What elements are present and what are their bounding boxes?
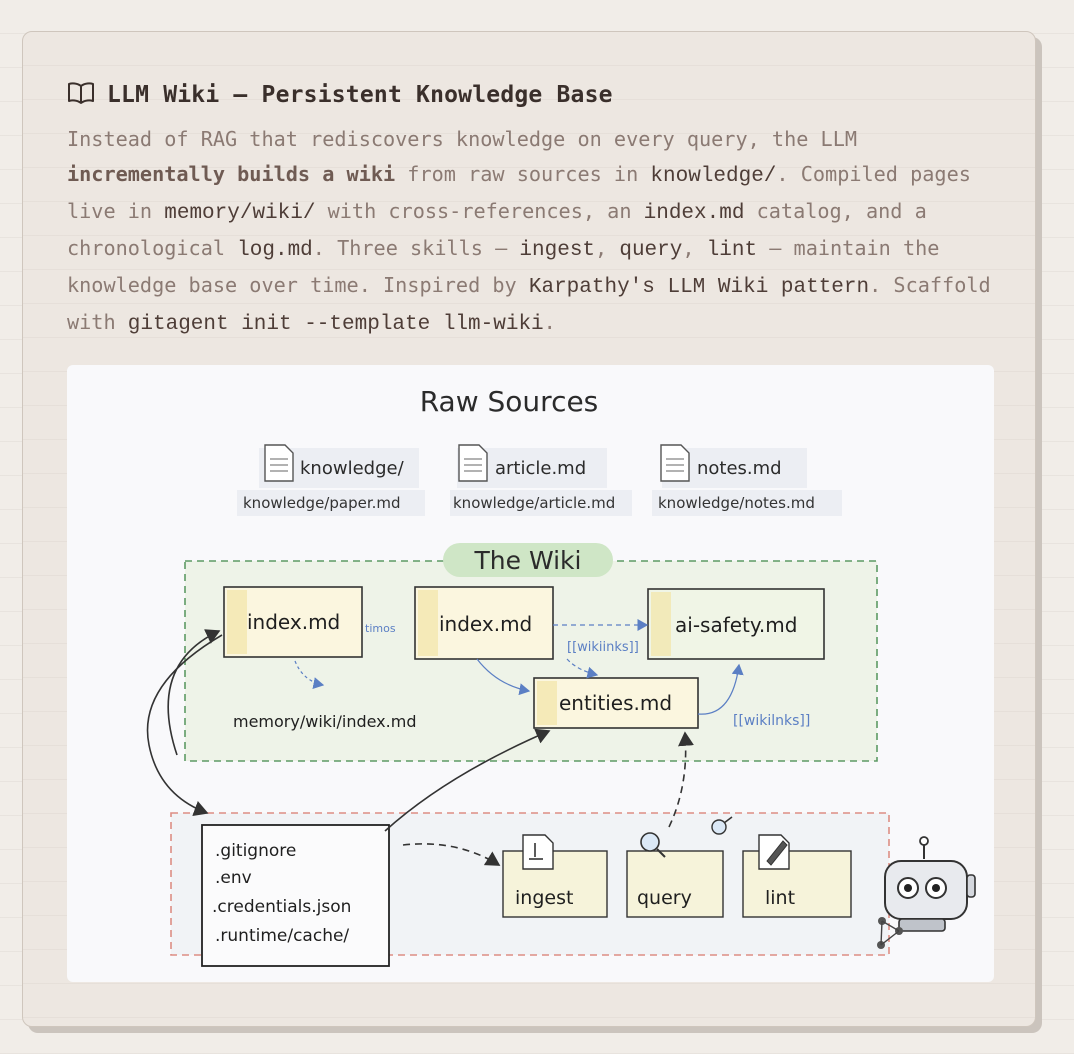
- file-item: .gitignore: [215, 841, 296, 861]
- source-path: knowledge/paper.md: [243, 494, 401, 512]
- source-knowledge: knowledge/ knowledge/paper.md: [237, 444, 425, 516]
- wiki-page-ai-safety: ai-safety.md: [647, 588, 825, 660]
- card-description: Instead of RAG that rediscovers knowledg…: [67, 127, 991, 336]
- card-header: LLM Wiki — Persistent Knowledge Base: [67, 80, 613, 110]
- source-name: knowledge/: [300, 458, 405, 479]
- book-icon: [67, 80, 95, 110]
- code-memory-wiki: memory/wiki/: [164, 202, 316, 225]
- source-notes: notes.md knowledge/notes.md: [652, 444, 842, 516]
- raw-sources-title: Raw Sources: [420, 385, 599, 418]
- feature-card: LLM Wiki — Persistent Knowledge Base Ins…: [22, 31, 1036, 1027]
- source-article: article.md knowledge/article.md: [450, 444, 632, 516]
- link-label-wikilinks-b: [[wikilnks]]: [733, 713, 810, 729]
- scaffold-command: gitagent init --template llm-wiki: [127, 313, 544, 336]
- skill-query: query: [626, 816, 733, 918]
- page-title: ai-safety.md: [675, 613, 797, 637]
- code-log-md: log.md: [237, 239, 313, 262]
- code-index-md: index.md: [643, 202, 745, 225]
- wiki-page-index-b: index.md: [414, 586, 554, 660]
- wiki-page-entities: entities.md: [533, 677, 699, 729]
- file-item: .runtime/cache/: [215, 926, 349, 946]
- source-name: article.md: [495, 458, 586, 479]
- code-knowledge: knowledge/: [650, 165, 777, 188]
- page-title: entities.md: [559, 691, 672, 715]
- skill-label: lint: [765, 887, 795, 909]
- file-item: .credentials.json: [212, 897, 351, 917]
- magnifier-icon: [640, 816, 733, 858]
- document-icon: [660, 444, 690, 482]
- skill-label: ingest: [515, 887, 573, 909]
- page-title: index.md: [439, 612, 532, 636]
- file-item: .env: [215, 868, 252, 888]
- document-icon: [522, 834, 554, 870]
- source-path: knowledge/article.md: [453, 494, 615, 512]
- wiki-page-index-a: index.md: [223, 586, 363, 658]
- architecture-diagram: Raw Sources knowledge/ knowledge/paper.m…: [67, 365, 994, 982]
- card-title: LLM Wiki — Persistent Knowledge Base: [107, 82, 613, 108]
- source-name: notes.md: [697, 458, 782, 479]
- skill-lint: lint: [742, 834, 852, 918]
- karpathy-link[interactable]: Karpathy's LLM Wiki pattern: [528, 276, 870, 299]
- skill-label: query: [637, 887, 692, 909]
- code-ingest: ingest: [519, 239, 596, 262]
- skill-ingest: ingest: [502, 834, 608, 918]
- source-path: knowledge/notes.md: [658, 494, 815, 512]
- code-query: query: [619, 239, 683, 262]
- code-lint: lint: [706, 239, 758, 262]
- link-label-timos: timos: [365, 622, 396, 635]
- robot-icon: [877, 836, 976, 949]
- file-list: .gitignore .env .credentials.json .runti…: [201, 824, 390, 967]
- link-label-wikilinks-a: [[wikiinks]]: [567, 640, 639, 655]
- document-icon: [458, 444, 488, 482]
- memory-path-label: memory/wiki/index.md: [233, 712, 416, 731]
- page-title: index.md: [247, 610, 340, 634]
- document-icon: [264, 444, 294, 482]
- pencil-icon: [758, 834, 790, 870]
- wiki-title: The Wiki: [474, 546, 582, 575]
